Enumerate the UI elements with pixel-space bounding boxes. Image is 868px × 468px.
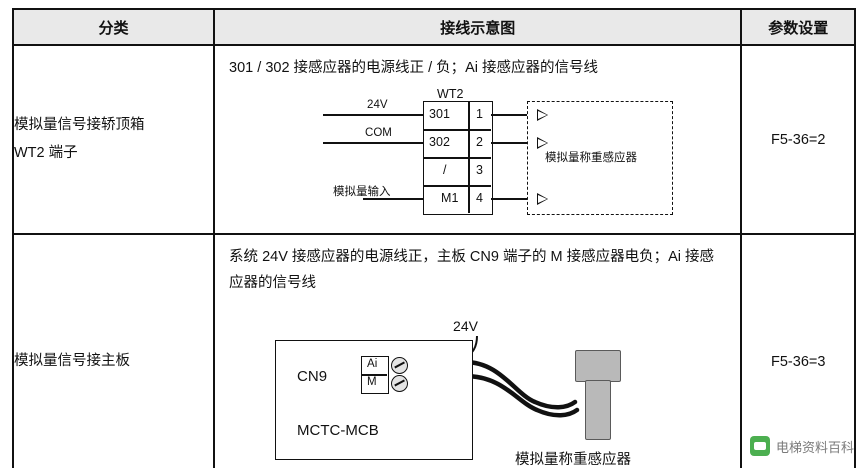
row1-parameter: F5-36=2 (740, 43, 856, 236)
row2-diagram-cell: 系统 24V 接感应器的电源线正，主板 CN9 端子的 M 接感应器电负；Ai … (213, 233, 743, 468)
row1-diagram: WT2 301 302 / M1 (215, 83, 740, 233)
board-connector-label: CN9 (297, 368, 328, 386)
terminal-row-divider-2 (423, 157, 492, 159)
row1-category-cell: 模拟量信号接轿顶箱 WT2 端子 (11, 43, 216, 236)
terminal-right-4: 4 (476, 191, 483, 206)
table-head: 分类 接线示意图 参数设置 (11, 8, 856, 46)
table-body: 模拟量信号接轿顶箱 WT2 端子 301 / 302 接感应器的电源线正 / 负… (11, 43, 856, 468)
link-wire-2 (491, 142, 528, 145)
amplifier-icon-1 (537, 109, 549, 122)
header-diagram: 接线示意图 (213, 8, 743, 46)
wiring-table: 分类 接线示意图 参数设置 模拟量信号接轿顶箱 WT2 端子 301 / 302… (11, 8, 856, 468)
sensor-dashed-note: 模拟量称重感应器 (545, 152, 638, 165)
terminal-left-3: / (443, 163, 447, 178)
link-wire-3 (491, 198, 528, 201)
wt2-label: WT2 (437, 87, 464, 102)
terminal-row-divider-1 (423, 129, 492, 131)
terminal-right-2: 2 (476, 135, 483, 150)
watermark: 电梯资料百科 (749, 436, 854, 456)
table-header-row: 分类 接线示意图 参数设置 (11, 8, 856, 46)
row2-category-cell: 模拟量信号接主板 (11, 233, 216, 468)
row2-parameter: F5-36=3 (740, 233, 856, 468)
terminal-left-4: M1 (441, 191, 459, 206)
header-parameter: 参数设置 (740, 8, 856, 46)
link-wire-1 (491, 114, 528, 117)
amplifier-icon-3 (537, 193, 549, 206)
watermark-text: 电梯资料百科 (775, 439, 854, 455)
row1-description: 301 / 302 接感应器的电源线正 / 负；Ai 接感应器的信号线 (229, 60, 599, 76)
table-row: 模拟量信号接轿顶箱 WT2 端子 301 / 302 接感应器的电源线正 / 负… (11, 43, 856, 236)
pin-divider (361, 374, 388, 376)
sensor-head (575, 350, 622, 383)
label-24v: 24V (367, 99, 388, 112)
terminal-left-1: 301 (429, 107, 450, 122)
row1-diagram-cell: 301 / 302 接感应器的电源线正 / 负；Ai 接感应器的信号线 WT2 (213, 43, 743, 236)
label-analog-input: 模拟量输入 (333, 186, 391, 199)
label-24v-supply: 24V (453, 318, 478, 335)
row2-description: 系统 24V 接感应器的电源线正，主板 CN9 端子的 M 接感应器电负；Ai … (229, 249, 715, 291)
table-row: 模拟量信号接主板 系统 24V 接感应器的电源线正，主板 CN9 端子的 M 接… (11, 233, 856, 468)
sensor-dashed-box (527, 101, 674, 216)
label-com: COM (365, 127, 392, 140)
screw-terminal-ai (391, 357, 409, 375)
wire-analog-input (363, 198, 424, 201)
board-name-label: MCTC-MCB (297, 422, 379, 440)
terminal-left-2: 302 (429, 135, 450, 150)
row2-diagram: 24V CN9 MCTC-MCB (215, 298, 740, 468)
wire-com (323, 142, 424, 145)
row2-category-line1: 模拟量信号接主板 (14, 352, 130, 369)
pin-label-m: M (367, 376, 377, 389)
sensor-caption: 模拟量称重感应器 (515, 452, 632, 468)
screw-terminal-m (391, 375, 409, 393)
wechat-icon (749, 436, 770, 456)
row1-category-line1: 模拟量信号接轿顶箱 (14, 117, 145, 134)
amplifier-icon-2 (537, 137, 549, 150)
wire-24v (323, 114, 424, 117)
terminal-right-3: 3 (476, 163, 483, 178)
terminal-row-divider-3 (423, 185, 492, 187)
header-category: 分类 (11, 8, 216, 46)
sensor-shaft (585, 380, 612, 441)
terminal-right-1: 1 (476, 107, 483, 122)
row1-category-line2: WT2 端子 (14, 144, 78, 161)
pin-label-ai: Ai (367, 358, 378, 371)
